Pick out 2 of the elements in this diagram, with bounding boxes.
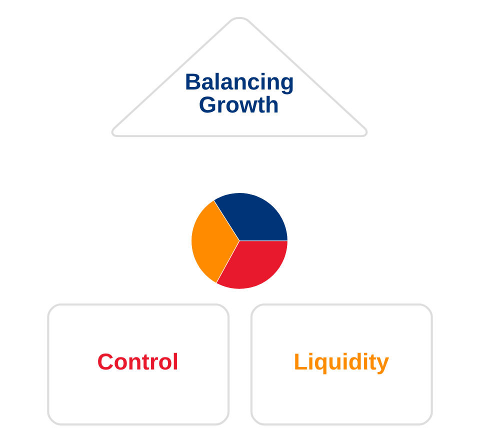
- node-box: Control: [46, 303, 230, 426]
- node-box: Liquidity: [250, 303, 432, 426]
